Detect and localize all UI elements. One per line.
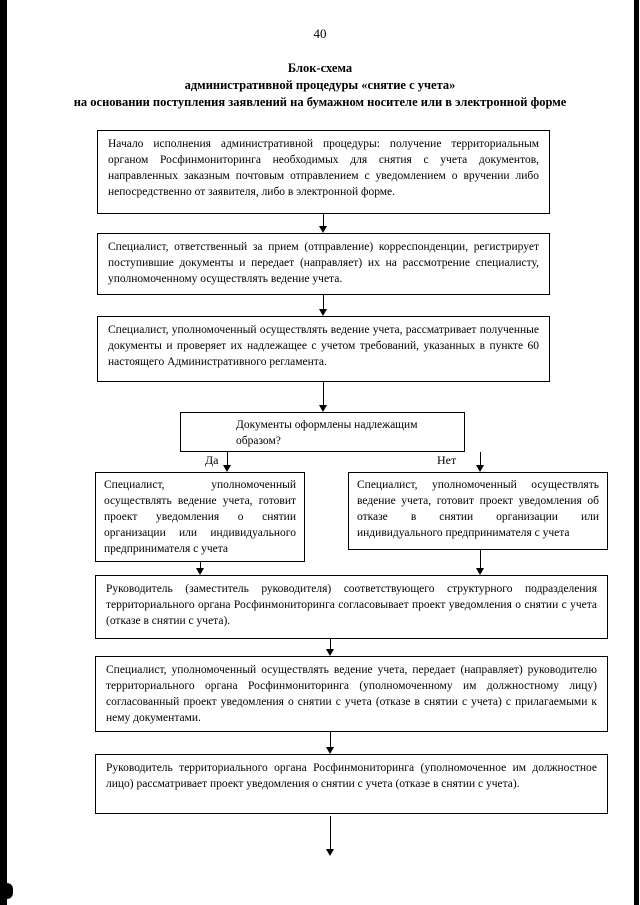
arrow-register-to-review bbox=[319, 295, 328, 316]
scan-border-right bbox=[634, 0, 639, 905]
flow-box-yes-branch: Специалист, уполномоченный осуществлять … bbox=[95, 472, 305, 562]
flowchart-title: Блок-схема административной процедуры «с… bbox=[20, 60, 620, 111]
title-line-2: административной процедуры «снятие с уче… bbox=[184, 77, 456, 92]
flow-box-review: Специалист, уполномоченный осуществлять … bbox=[97, 316, 550, 382]
arrow-decision-yes bbox=[223, 452, 232, 472]
scan-border-left bbox=[0, 0, 7, 905]
decision-no-label: Нет bbox=[437, 453, 457, 467]
flow-box-approve: Руководитель (заместитель руководителя) … bbox=[95, 575, 608, 639]
flow-box-register: Специалист, ответственный за прием (отпр… bbox=[97, 233, 550, 295]
arrow-forward-to-head-review bbox=[326, 732, 335, 754]
scan-artifact-bottom-left bbox=[0, 883, 13, 899]
title-line-3: на основании поступления заявлений на бу… bbox=[73, 94, 567, 109]
flow-box-no-branch: Специалист, уполномоченный осуществлять … bbox=[348, 472, 608, 550]
flow-box-forward: Специалист, уполномоченный осуществлять … bbox=[95, 656, 608, 732]
arrow-no-to-approve bbox=[476, 550, 485, 575]
arrow-yes-to-approve bbox=[196, 562, 205, 575]
arrow-approve-to-forward bbox=[326, 639, 335, 656]
decision-yes-label: Да bbox=[205, 453, 219, 467]
flow-box-decision: Документы оформлены надлежащим образом? bbox=[180, 412, 465, 452]
flow-box-start: Начало исполнения административной проце… bbox=[97, 130, 550, 214]
arrow-review-to-decision bbox=[319, 382, 328, 412]
arrow-continue-next-page bbox=[326, 816, 335, 856]
flow-box-head-review: Руководитель территориального органа Рос… bbox=[95, 754, 608, 814]
arrow-decision-no bbox=[476, 452, 485, 472]
arrow-start-to-register bbox=[319, 214, 328, 233]
title-line-1: Блок-схема bbox=[287, 61, 353, 75]
page-number: 40 bbox=[313, 26, 327, 41]
